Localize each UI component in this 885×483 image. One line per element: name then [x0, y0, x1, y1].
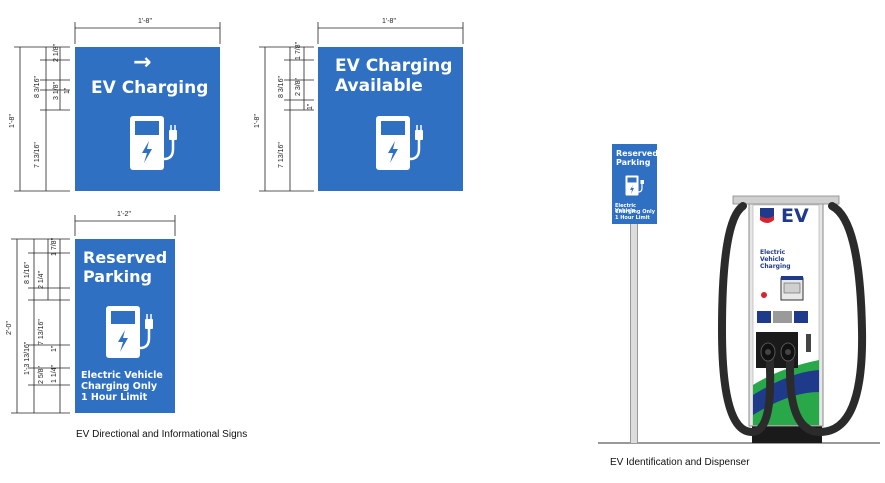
- arrow-icon: →: [133, 50, 152, 75]
- sign-subtext-line2: Charging Only: [81, 381, 158, 392]
- sign-title-line2: Available: [335, 76, 423, 96]
- sign-title-line2: Parking: [83, 267, 152, 286]
- dispenser-label-line2: Vehicle: [760, 256, 785, 263]
- post-sign-sub1: Electric Vehicle: [615, 203, 637, 214]
- sign-panel: → EV Charging: [75, 47, 220, 191]
- sign-title-line1: EV Charging: [335, 56, 453, 76]
- dimension-lines: [11, 215, 176, 414]
- dispenser-label-line3: Charging: [760, 263, 791, 270]
- width-dimension: 1'-8": [382, 18, 396, 25]
- charger-icon: [625, 175, 644, 196]
- sign-panel: Reserved Parking Electric Vehicle Chargi…: [75, 239, 175, 413]
- post-sign-line1: Reserved: [616, 149, 659, 158]
- sign-title: EV Charging: [91, 78, 209, 98]
- sign-subtext-line3: 1 Hour Limit: [81, 392, 148, 403]
- post-sign-line2: Parking: [616, 158, 651, 167]
- post-sign-sub2: Charging Only: [615, 209, 656, 215]
- dimension-lines: [259, 22, 464, 192]
- dispenser-label-line1: Electric: [760, 249, 786, 256]
- sign-title-line1: Reserved: [83, 248, 168, 267]
- post-sign-sub3: 1 Hour Limit: [615, 215, 650, 221]
- sign-subtext-line1: Electric Vehicle: [81, 370, 163, 381]
- charger-icon: [106, 306, 153, 358]
- sign-panel: EV Charging Available: [318, 47, 463, 191]
- width-dimension: 1'-2": [117, 211, 131, 218]
- charger-icon: [376, 116, 423, 170]
- sign-post: [630, 224, 638, 443]
- caption-right: EV Identification and Dispenser: [610, 457, 750, 468]
- caption-left: EV Directional and Informational Signs: [76, 429, 248, 440]
- charger-icon: [130, 116, 177, 170]
- dimension-lines: [14, 22, 221, 192]
- width-dimension: 1'-8": [138, 18, 152, 25]
- dispenser-brand: EV: [781, 205, 809, 227]
- post-sign-panel: Reserved Parking Electric Vehicle Chargi…: [612, 144, 659, 224]
